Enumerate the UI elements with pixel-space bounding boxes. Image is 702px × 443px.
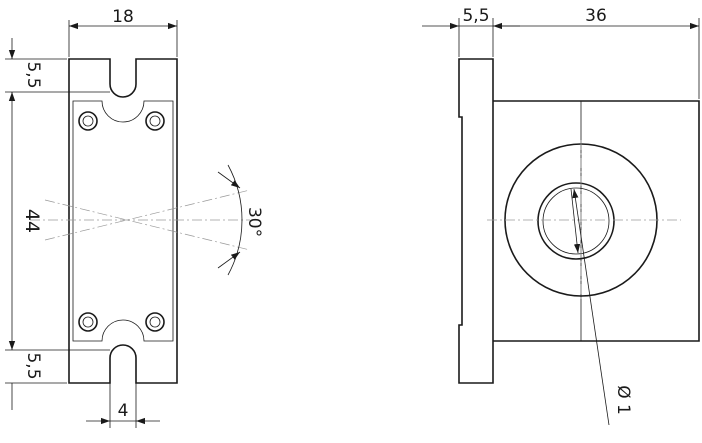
side-flange	[458, 58, 494, 384]
side-dimensions: 5,5 36 Ø 1	[422, 6, 700, 426]
dim-top-slot-height: 5,5	[23, 61, 43, 88]
dim-bore-diameter: Ø 1	[613, 385, 633, 415]
dim-side-body-width: 36	[585, 6, 607, 26]
side-body	[493, 100, 700, 342]
front-plate	[72, 100, 174, 342]
front-outline	[68, 58, 178, 384]
dim-body-height: 44	[21, 209, 43, 233]
dim-angle-arc	[227, 164, 243, 276]
dim-side-flange-width: 5,5	[462, 6, 489, 26]
bore-diameter-leader	[572, 188, 610, 426]
dim-front-width: 18	[112, 7, 134, 27]
side-view	[458, 58, 700, 384]
bore-inner-circle	[542, 187, 610, 255]
front-dimensions: 18 5,5 44 5,5 4 30°	[5, 7, 264, 428]
screw-hole-top-left	[78, 111, 98, 131]
dim-angle: 30°	[244, 207, 264, 237]
beam-line-upper	[44, 189, 251, 241]
front-view	[30, 58, 251, 384]
screw-hole-bottom-right	[145, 312, 165, 332]
dim-slot-width: 4	[118, 401, 129, 421]
beam-line-lower	[44, 199, 251, 251]
bore-circle	[537, 182, 615, 260]
dim-bottom-slot-height: 5,5	[23, 352, 43, 379]
screw-hole-bottom-left	[78, 312, 98, 332]
screw-hole-top-right	[145, 111, 165, 131]
